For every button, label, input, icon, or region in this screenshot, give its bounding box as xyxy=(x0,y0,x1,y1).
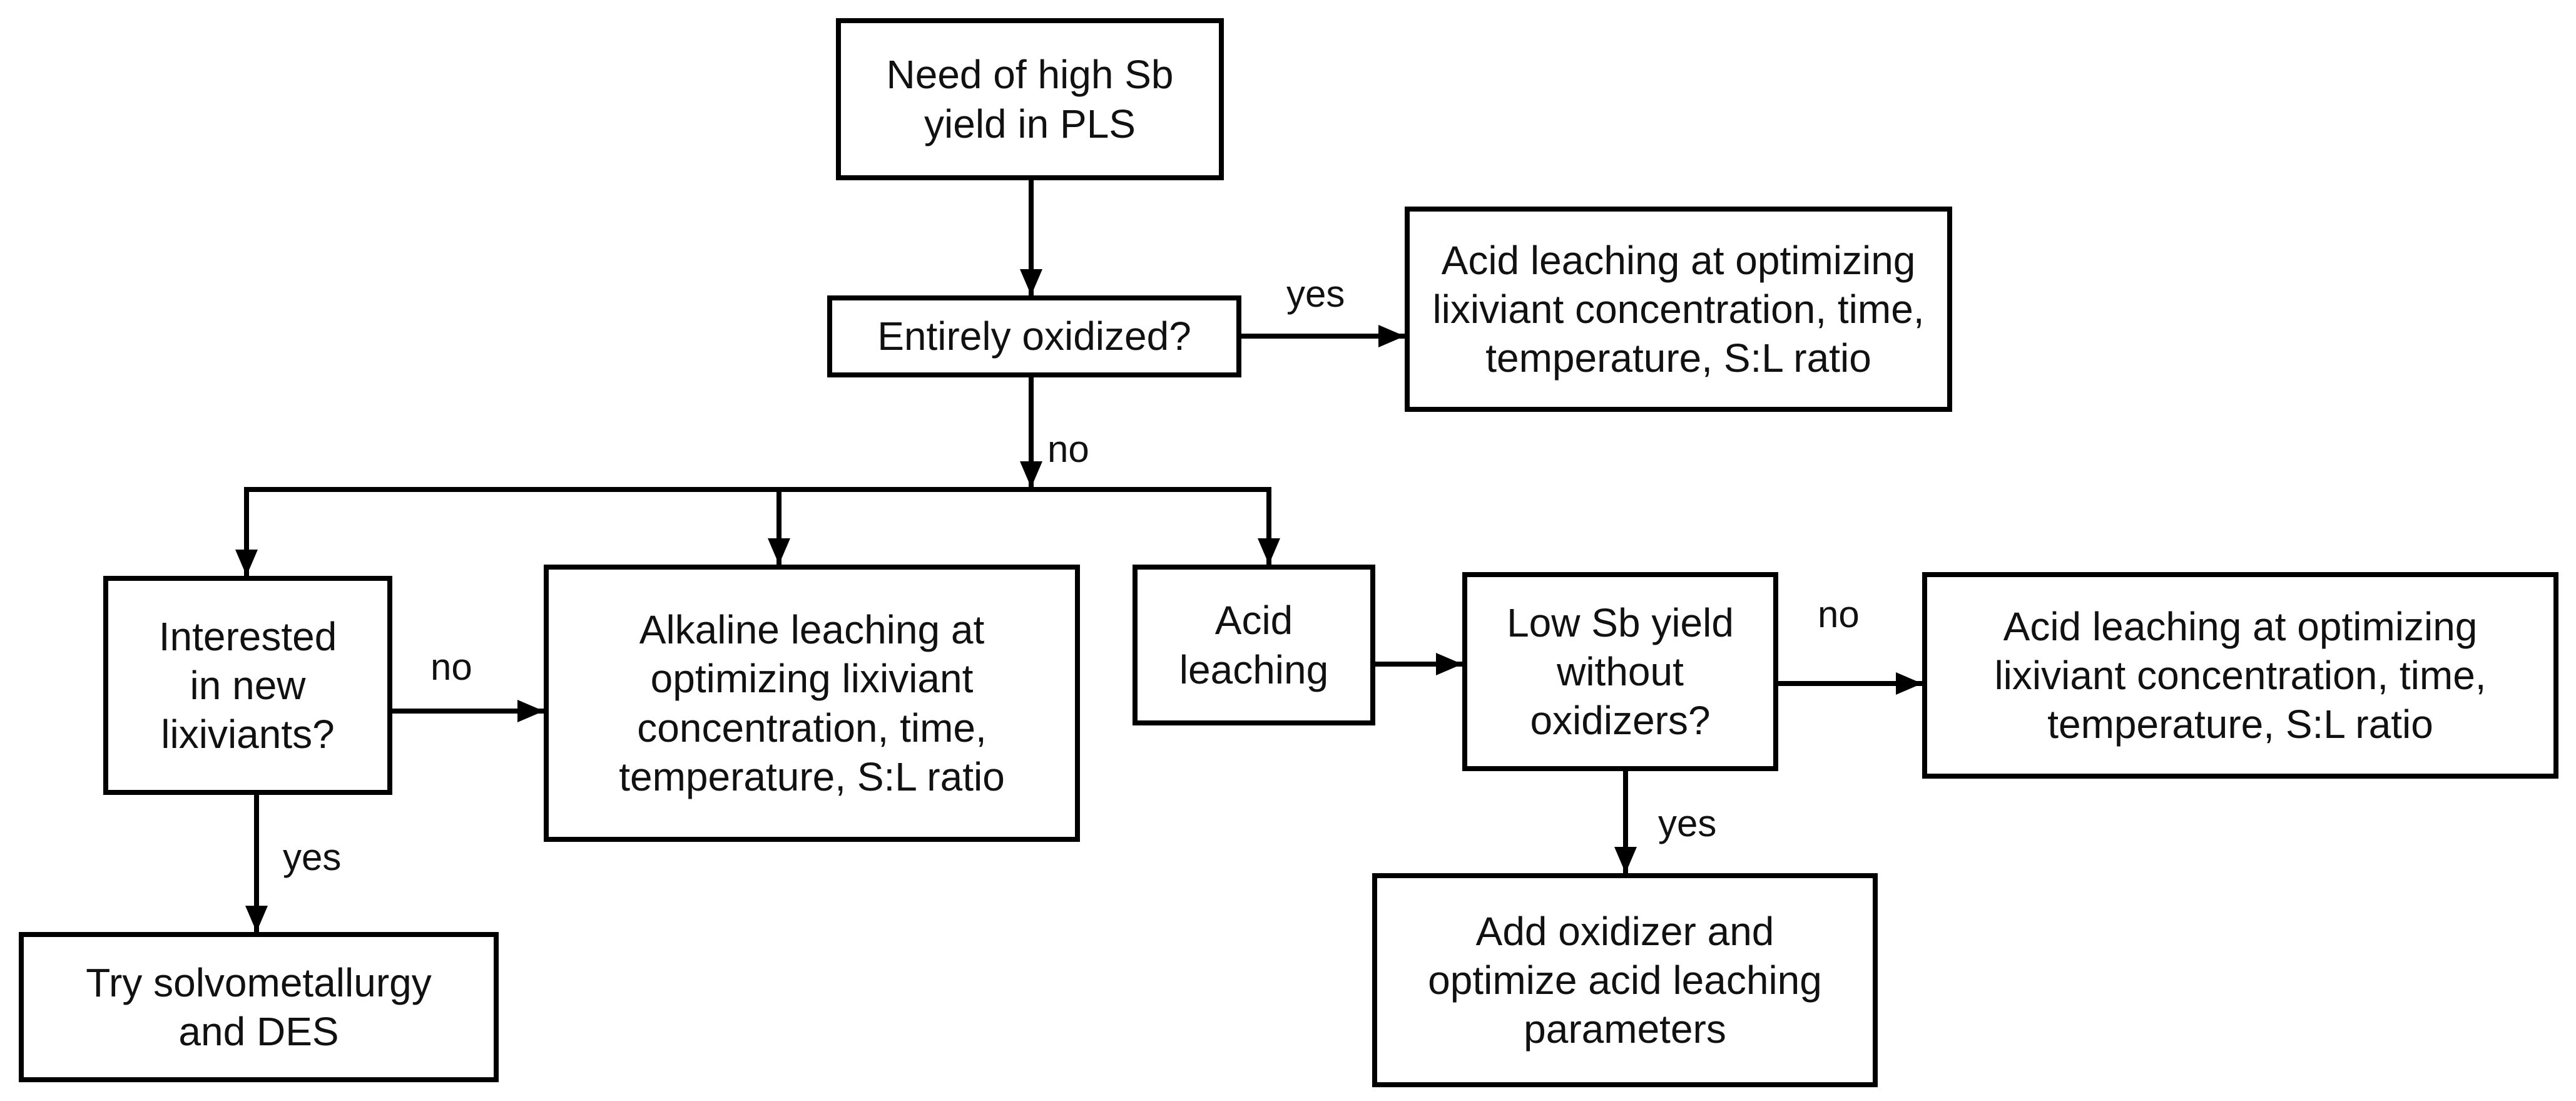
start-node: Need of high Sb yield in PLS xyxy=(836,18,1224,180)
start-node-label: Need of high Sb yield in PLS xyxy=(886,52,1174,146)
acid-leaching-optimizing-top: Acid leaching at optimizing lixiviant co… xyxy=(1405,207,1952,412)
decision-new-lixiviants-label: Interested in new lixiviants? xyxy=(158,613,337,757)
alkaline-leaching-node-label: Alkaline leaching at optimizing lixivian… xyxy=(619,607,1005,799)
solvometallurgy-node-label: Try solvometallurgy and DES xyxy=(86,960,432,1054)
acid-leaching-node-label: Acid leaching xyxy=(1179,598,1329,692)
acid-leaching-node: Acid leaching xyxy=(1133,565,1375,725)
decision-entirely-oxidized: Entirely oxidized? xyxy=(827,295,1241,377)
solvometallurgy-node: Try solvometallurgy and DES xyxy=(19,932,499,1082)
decision-low-sb-yield: Low Sb yield without oxidizers? xyxy=(1462,572,1778,771)
decision-low-sb-yield-label: Low Sb yield without oxidizers? xyxy=(1507,600,1734,744)
add-oxidizer-node-label: Add oxidizer and optimize acid leaching … xyxy=(1428,908,1822,1052)
edge-label-oxidized-yes: yes xyxy=(1286,273,1345,315)
acid-leaching-optimizing-right-label: Acid leaching at optimizing lixiviant co… xyxy=(1994,603,2487,747)
edge-label-new-lixiviants-yes: yes xyxy=(283,836,342,878)
edge-label-oxidized-no: no xyxy=(1047,428,1089,470)
decision-new-lixiviants: Interested in new lixiviants? xyxy=(103,576,392,795)
edge-label-new-lixiviants-no: no xyxy=(430,646,472,688)
edge-label-low-yield-no: no xyxy=(1818,593,1860,635)
acid-leaching-optimizing-right: Acid leaching at optimizing lixiviant co… xyxy=(1922,572,2558,779)
acid-leaching-optimizing-top-label: Acid leaching at optimizing lixiviant co… xyxy=(1432,237,1925,381)
decision-entirely-oxidized-label: Entirely oxidized? xyxy=(877,314,1191,359)
alkaline-leaching-node: Alkaline leaching at optimizing lixivian… xyxy=(544,565,1080,842)
edge-label-low-yield-yes: yes xyxy=(1658,802,1717,844)
add-oxidizer-node: Add oxidizer and optimize acid leaching … xyxy=(1372,873,1878,1087)
